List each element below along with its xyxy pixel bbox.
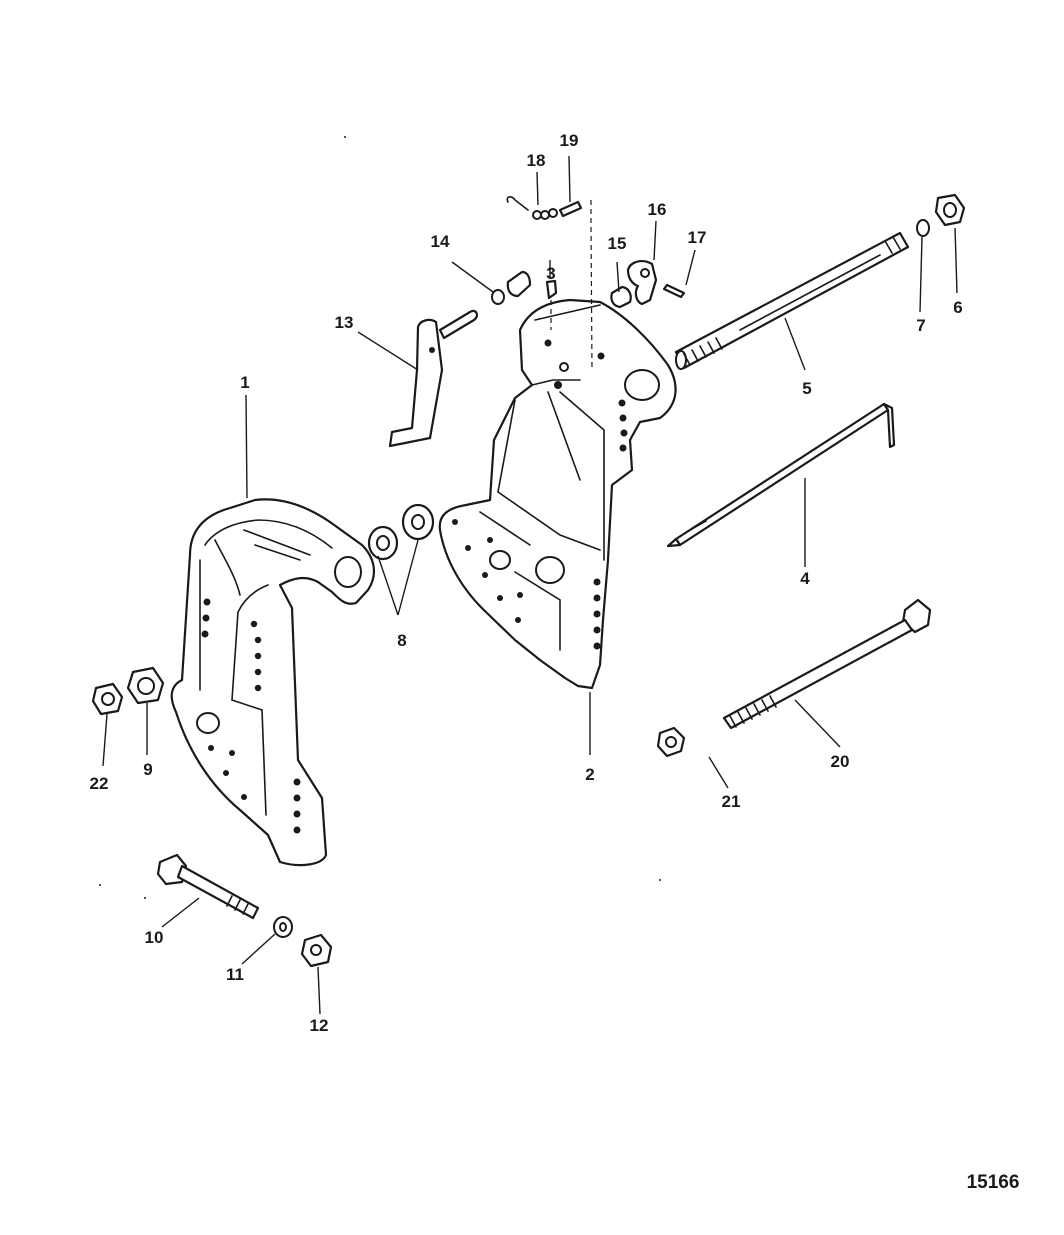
tilt-tube-nut [916,193,966,237]
clamp-bracket-port [438,298,677,690]
callout-21: 21 [722,792,741,811]
callout-17: 17 [688,228,707,247]
callout-13: 13 [335,313,354,332]
tilt-tube [674,231,910,370]
callout-4: 4 [800,569,810,588]
callout-18: 18 [527,151,546,170]
callout-19: 19 [560,131,579,150]
tilt-pin [666,402,896,548]
callout-2: 2 [585,765,594,784]
callout-22: 22 [90,774,109,793]
callout-20: 20 [831,752,850,771]
callout-7: 7 [916,316,925,335]
scan-specks [99,136,661,899]
long-bolt [722,598,932,730]
callout-15: 15 [608,234,627,253]
callout-1: 1 [240,373,249,392]
callout-10: 10 [145,928,164,947]
callout-labels: 1 2 3 4 5 6 7 8 9 10 11 12 13 14 15 16 1… [90,131,1020,1193]
clamp-bracket-starboard [170,498,376,867]
callout-3: 3 [546,264,555,283]
drawing-number: 15166 [967,1172,1020,1193]
callout-9: 9 [143,760,152,779]
tilt-lock-lever [388,309,479,448]
callout-11: 11 [226,965,244,984]
thumb-screw-parts [491,196,686,371]
callout-5: 5 [802,379,811,398]
callout-12: 12 [310,1016,329,1035]
callout-14: 14 [431,232,450,251]
bushings [367,503,435,561]
callout-8: 8 [397,631,406,650]
callout-6: 6 [953,298,962,317]
fasteners [91,666,686,968]
callout-16: 16 [648,200,667,219]
leader-lines [102,155,958,1015]
